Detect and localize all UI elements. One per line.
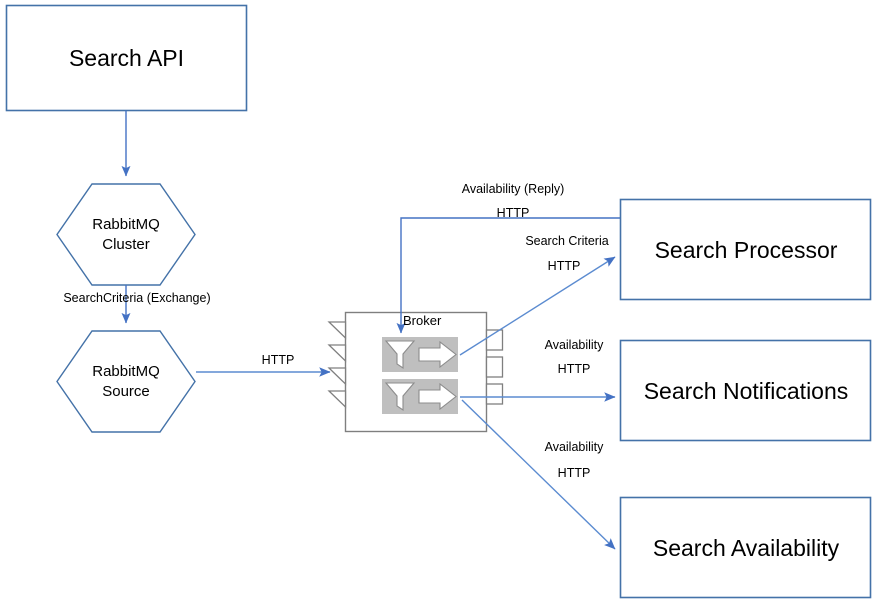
edge-label-notifications-availability: Availability bbox=[544, 338, 604, 352]
broker-left-connector-1 bbox=[327, 321, 347, 340]
broker-pipeline-1-filter-funnel-icon bbox=[384, 340, 416, 370]
broker-right-connector-2 bbox=[485, 356, 504, 378]
edge-label-search-criteria-http: HTTP bbox=[547, 259, 581, 273]
search-processor-box bbox=[619, 198, 872, 301]
edge-label-availability-service: Availability bbox=[544, 440, 604, 454]
broker-left-connector-4 bbox=[327, 390, 347, 409]
rabbitmq-cluster-hexagon bbox=[56, 183, 196, 286]
broker-pipeline-2-right-arrow-icon bbox=[418, 382, 457, 411]
broker-pipeline-2-filter-funnel-icon bbox=[384, 382, 416, 412]
broker-title-label: Broker bbox=[403, 313, 442, 328]
broker-right-connectors bbox=[485, 329, 504, 405]
broker-right-connector-3 bbox=[485, 383, 504, 405]
edge-label-availability-service-http: HTTP bbox=[557, 466, 591, 480]
broker-left-connector-2 bbox=[327, 344, 347, 363]
broker-left-connectors bbox=[327, 321, 347, 409]
broker-pipeline-1-right-arrow-icon bbox=[418, 340, 457, 369]
search-api-box bbox=[5, 4, 248, 112]
search-notifications-box bbox=[619, 339, 872, 442]
edge-label-searchcriteria-exchange: SearchCriteria (Exchange) bbox=[63, 291, 211, 305]
edge-label-search-criteria: Search Criteria bbox=[525, 234, 609, 248]
edge-broker-to-availability bbox=[461, 399, 616, 550]
search-availability-box bbox=[619, 496, 872, 599]
edge-label-availability-reply: Availability (Reply) bbox=[461, 182, 565, 196]
edge-label-source-to-broker-http: HTTP bbox=[261, 353, 295, 367]
edge-broker-to-processor bbox=[459, 256, 616, 356]
edge-processor-reply-to-broker bbox=[396, 217, 620, 334]
edge-label-availability-reply-http: HTTP bbox=[496, 206, 530, 220]
edge-label-notifications-http: HTTP bbox=[557, 362, 591, 376]
broker-left-connector-3 bbox=[327, 367, 347, 386]
rabbitmq-source-hexagon bbox=[56, 330, 196, 433]
